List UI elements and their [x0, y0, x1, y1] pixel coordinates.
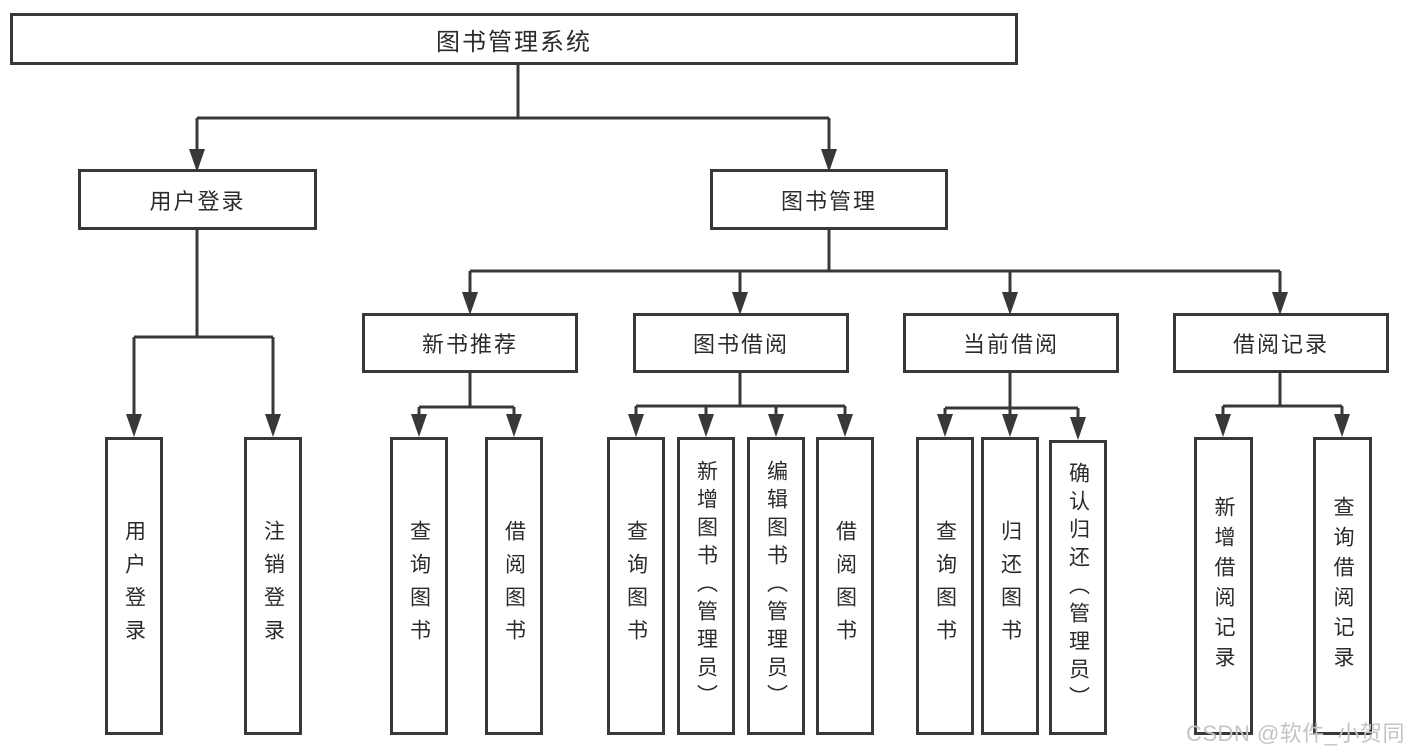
leaf-current-confirm-return-admin: 确认归还（管理员）: [1049, 440, 1107, 735]
leaf-borrowing-add-books-admin: 新增图书（管理员）: [677, 437, 735, 735]
node-new-book-recommend: 新书推荐: [362, 313, 578, 373]
leaf-current-query-books: 查询图书: [916, 437, 974, 735]
node-current-borrowing: 当前借阅: [903, 313, 1119, 373]
node-borrowing-records: 借阅记录: [1173, 313, 1389, 373]
node-user-login-module: 用户登录: [78, 169, 317, 230]
leaf-logout: 注销登录: [244, 437, 302, 735]
leaf-newbook-query-books: 查询图书: [390, 437, 448, 735]
node-book-borrowing: 图书借阅: [633, 313, 849, 373]
leaf-records-add-record: 新增借阅记录: [1194, 437, 1253, 735]
csdn-watermark: CSDN @软件_小贺同学: [1186, 721, 1405, 746]
leaf-borrowing-query-books: 查询图书: [607, 437, 665, 735]
leaf-borrowing-edit-books-admin: 编辑图书（管理员）: [747, 437, 805, 735]
leaf-user-login: 用户登录: [105, 437, 163, 735]
leaf-current-return-books: 归还图书: [981, 437, 1039, 735]
node-book-management-module: 图书管理: [710, 169, 948, 230]
leaf-records-query-record: 查询借阅记录: [1313, 437, 1372, 735]
leaf-borrowing-borrow-books: 借阅图书: [816, 437, 874, 735]
node-library-system: 图书管理系统: [10, 13, 1018, 65]
leaf-newbook-borrow-books: 借阅图书: [485, 437, 543, 735]
